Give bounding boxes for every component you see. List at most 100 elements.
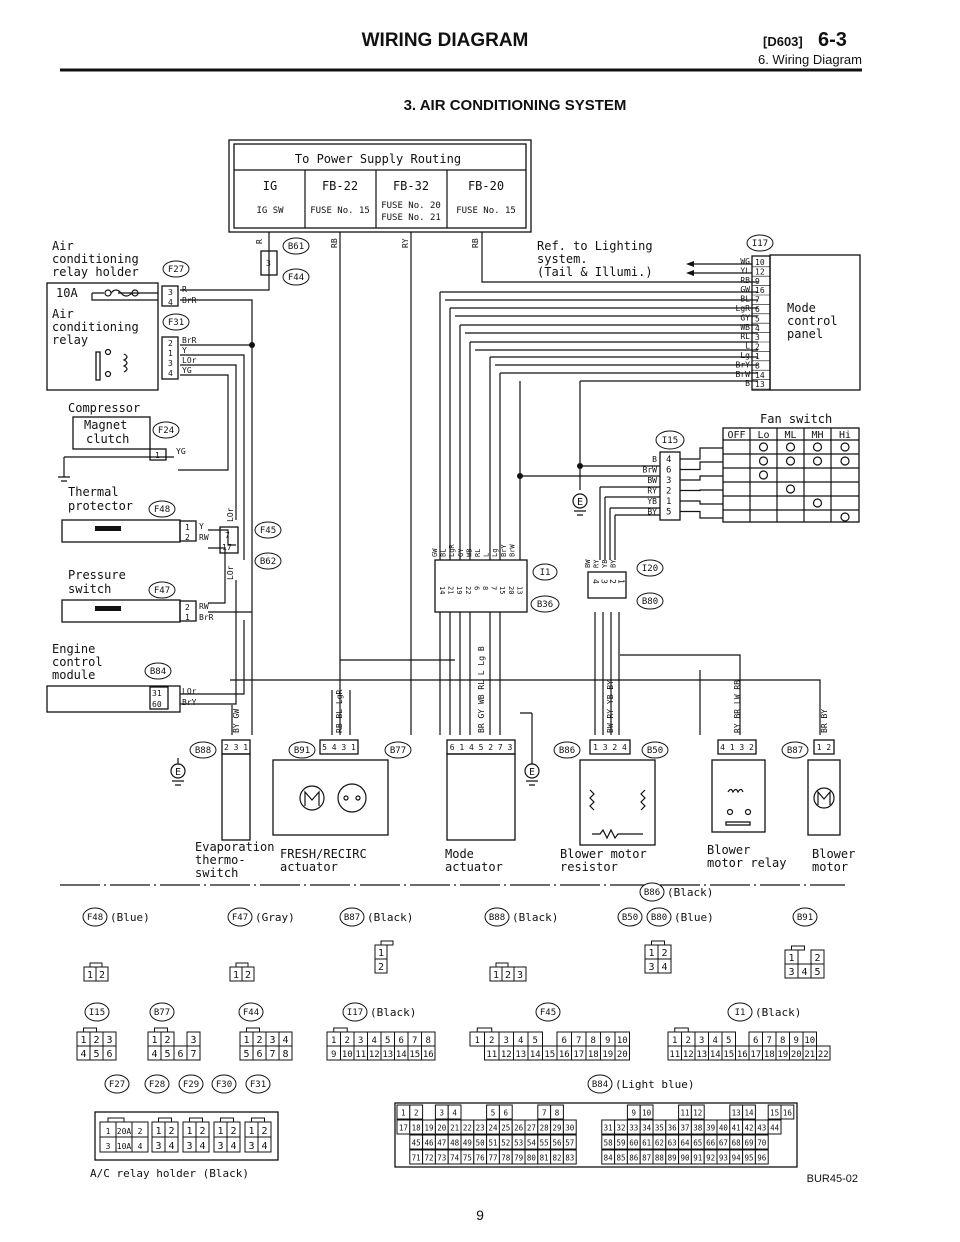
- ground-icon: E: [572, 493, 588, 516]
- pin-number: 9: [755, 277, 760, 286]
- pin-number: 3: [168, 359, 173, 368]
- pin-number: 15: [498, 586, 506, 594]
- pin-number: 1: [378, 948, 384, 959]
- wire-labels: BW RY YB BY: [606, 680, 615, 733]
- pin-cell: [657, 958, 672, 974]
- pin-number: 10: [617, 1036, 628, 1046]
- fan-position-header: OFF: [727, 430, 745, 441]
- wire-labels: RB BL LgR: [335, 689, 344, 733]
- pin-number: 9: [605, 1036, 610, 1046]
- pin-number: 2: [489, 1036, 494, 1046]
- pin-number: 28: [540, 1124, 550, 1133]
- pressure-switch-label: Pressure: [68, 568, 126, 582]
- power-table-title: To Power Supply Routing: [295, 152, 461, 166]
- pin-number: 2: [138, 1127, 143, 1136]
- thermal-protector-label: protector: [68, 499, 133, 513]
- pin-cell: [562, 1119, 577, 1135]
- pin-cell: [421, 1045, 436, 1061]
- pin-number: 29: [552, 1124, 561, 1133]
- pin-number: 9: [632, 1109, 637, 1118]
- pin-numbers: 2 3 1: [224, 743, 248, 752]
- pin-number: 19: [777, 1050, 788, 1060]
- pin-number: 40: [719, 1124, 729, 1133]
- pin-number: 90: [680, 1154, 690, 1163]
- pin-number: 19: [424, 1124, 433, 1133]
- pin-number: 11: [669, 1050, 680, 1060]
- pin-number: 22: [463, 1124, 472, 1133]
- pin-number: 10: [804, 1036, 815, 1046]
- pin-number: 21: [450, 1124, 459, 1133]
- pin-cell: [186, 1045, 201, 1061]
- connector-id-bubble: [227, 907, 253, 927]
- wire-label: BY: [647, 508, 657, 517]
- pin-number: 83: [565, 1154, 574, 1163]
- pin-cell: [562, 1149, 577, 1165]
- pin-number: 4: [372, 1036, 377, 1046]
- wire-label: B: [745, 379, 750, 388]
- fan-position-header: Hi: [839, 430, 851, 441]
- pin-number: 70: [757, 1139, 767, 1148]
- fan-switch-label: Fan switch: [760, 412, 832, 426]
- pin-number: 3: [106, 1035, 112, 1046]
- component-label: actuator: [445, 860, 503, 874]
- wire-label: BY: [610, 559, 618, 568]
- pin-number: 8: [481, 586, 489, 590]
- pin-number: 49: [463, 1139, 472, 1148]
- pin-number: 15: [723, 1050, 734, 1060]
- pin-number: 72: [424, 1154, 433, 1163]
- pin-number: 20A: [117, 1127, 132, 1136]
- wire-label: YL: [740, 266, 750, 275]
- power-col-sub: FUSE No. 15: [310, 206, 370, 216]
- pin-number: 7: [755, 296, 760, 305]
- pin-number: 19: [602, 1050, 613, 1060]
- pin-number: 77: [488, 1154, 497, 1163]
- pin-number: 4: [151, 1049, 157, 1060]
- mode-panel-label: panel: [787, 327, 823, 341]
- wire-label: LOr: [226, 507, 235, 522]
- pin-cell: [374, 958, 388, 974]
- connector-id: F31: [250, 1080, 266, 1090]
- connector-id-bubble: [144, 1074, 170, 1094]
- relay-holder-label: conditioning: [52, 252, 139, 266]
- connector-id: B91: [797, 913, 813, 923]
- pin-number: 1: [87, 970, 93, 981]
- connector-id-bubble: [484, 907, 510, 927]
- wire-label: BL: [440, 549, 448, 557]
- pin-number: 3: [600, 579, 609, 584]
- wire-label: BrW: [643, 466, 658, 475]
- pin-number: 25: [501, 1124, 510, 1133]
- pin-number: 38: [693, 1124, 703, 1133]
- connector-id-bubble: [178, 1074, 204, 1094]
- contact-dot: [840, 456, 850, 466]
- wire-label: BrW: [508, 544, 516, 557]
- pin-number: 3: [186, 1141, 192, 1152]
- pin-cell: [816, 1045, 831, 1061]
- pin-number: 9: [794, 1036, 799, 1046]
- power-col-sub: FUSE No. 21: [381, 213, 441, 223]
- wire-label: LOr: [182, 356, 197, 365]
- connector-id: B87: [344, 913, 360, 923]
- connector-id: F24: [158, 426, 174, 436]
- wire-label: Y: [199, 522, 204, 531]
- pin-number: 11: [486, 1050, 497, 1060]
- ecm-label: control: [52, 655, 103, 669]
- pin-cell: [447, 1104, 462, 1120]
- pin-number: 1: [233, 970, 239, 981]
- mode-panel-label: Mode: [787, 301, 816, 315]
- mode-panel-pins: 10WG12YL9RB16GW7BL6LgR5GY4WB3RL2L1Lg8BrY…: [736, 257, 770, 390]
- pin-cell: [767, 1119, 782, 1135]
- pin-number: 14: [755, 371, 765, 380]
- coil-icon: [727, 788, 744, 794]
- f45-b62-connector: 7 17 F45 B62 LOr LOr: [219, 507, 282, 580]
- connector-id: I17: [752, 239, 768, 249]
- pin-number: 3: [266, 259, 271, 268]
- connector-color: (Black): [755, 1006, 801, 1019]
- connector-id: B87: [787, 746, 803, 756]
- header-section: 6. Wiring Diagram: [758, 52, 862, 67]
- pin-number: 12: [369, 1050, 380, 1060]
- pin-number: 1: [401, 1109, 406, 1118]
